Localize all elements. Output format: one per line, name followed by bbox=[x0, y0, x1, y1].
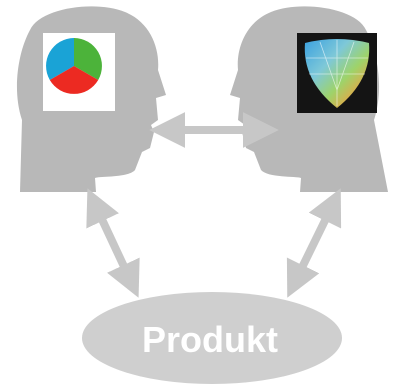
pie-slice-green bbox=[74, 38, 102, 80]
wheel-lines bbox=[306, 40, 368, 106]
left-picture bbox=[43, 33, 115, 111]
arrow-left-head-to-product bbox=[86, 188, 140, 298]
product-ellipse bbox=[82, 292, 342, 384]
right-picture bbox=[297, 33, 377, 113]
pie-slice-blue bbox=[46, 38, 74, 80]
pie-slice-red bbox=[49, 66, 99, 94]
arrow-right-head-to-product bbox=[286, 188, 342, 298]
product-label: Produkt bbox=[142, 319, 278, 360]
pie-chart-icon bbox=[46, 38, 102, 94]
